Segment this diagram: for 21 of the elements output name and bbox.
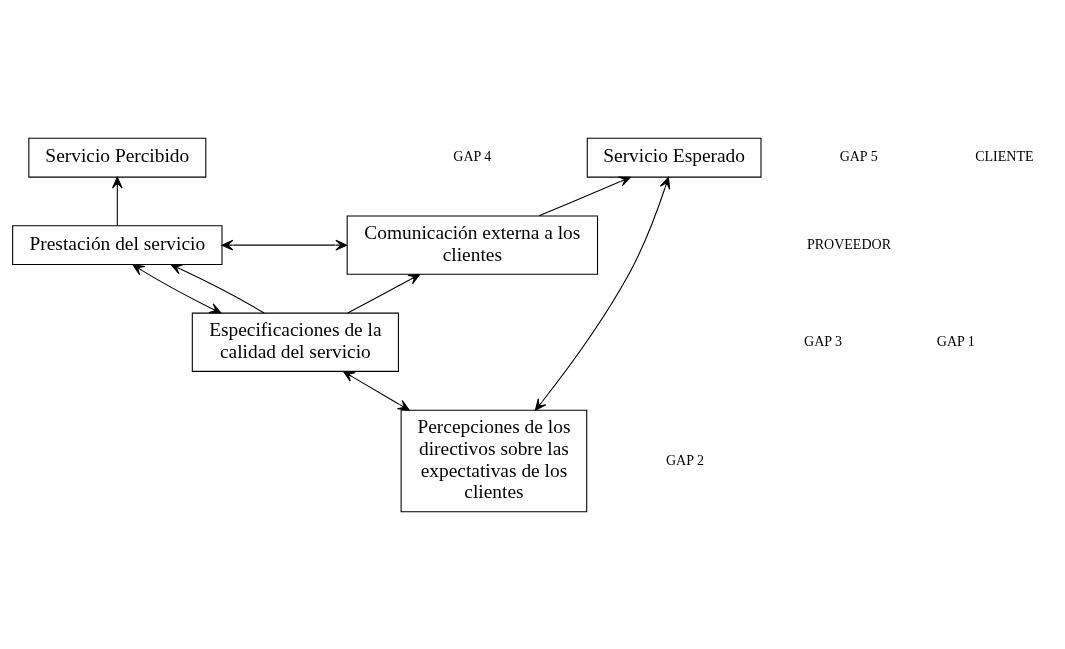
node-box: Percepciones de los directivos sobre las expectativas de los clientes	[400, 409, 588, 512]
arrow	[534, 176, 671, 411]
arrow	[347, 273, 421, 314]
label: PROVEEDOR	[806, 236, 891, 252]
label: GAP 4	[453, 148, 492, 164]
arrow	[342, 370, 410, 411]
arrow	[132, 263, 222, 313]
arrow	[221, 239, 348, 251]
node-box: Prestación del servicio	[12, 224, 223, 265]
node-box: Comunicación externa a los clientes	[346, 214, 599, 275]
label: GAP 1	[936, 333, 975, 349]
label: CLIENTE	[975, 148, 1034, 164]
arrow	[111, 176, 123, 226]
label: GAP 2	[665, 452, 704, 468]
node-box: Servicio Esperado	[586, 137, 762, 178]
label: GAP 5	[839, 148, 878, 164]
arrow	[170, 263, 265, 313]
label: GAP 3	[804, 333, 843, 349]
node-box: Especificaciones de la calidad del servicio	[191, 312, 399, 372]
node-box: Servicio Percibido	[28, 137, 207, 178]
arrow	[538, 176, 631, 216]
